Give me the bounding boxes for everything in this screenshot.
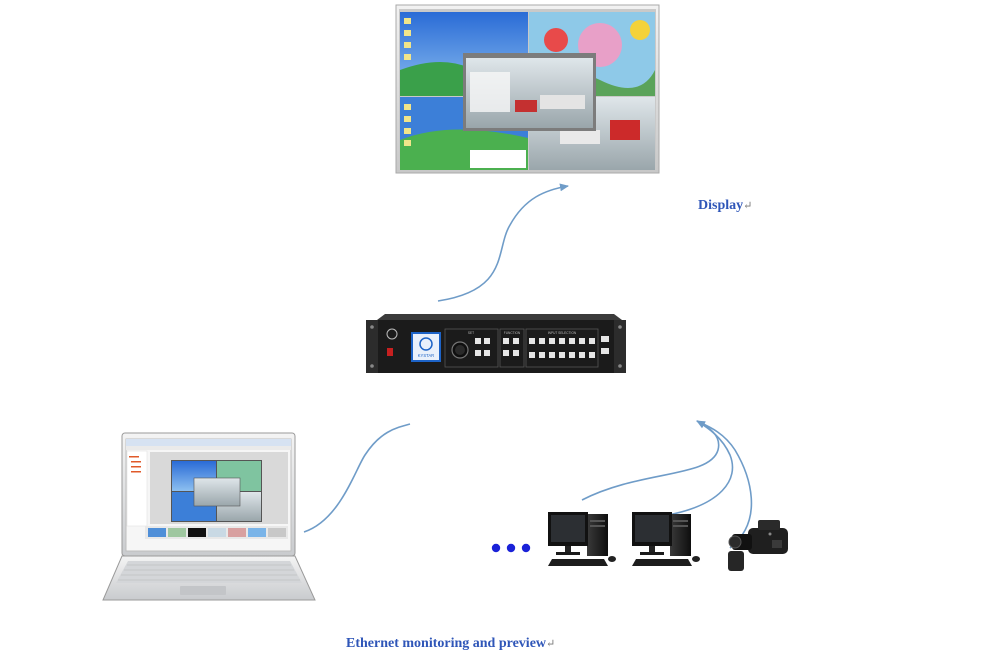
panel-section-function: FUNCTION (504, 331, 521, 335)
panel-section-set: SET (468, 331, 474, 335)
panel-section-input: INPUT SELECTION (548, 331, 577, 335)
arrow-camera-to-device (696, 420, 753, 549)
ellipsis-dots (491, 543, 531, 553)
camcorder (728, 520, 788, 571)
ethernet-label: Ethernet monitoring and preview↵ (346, 636, 555, 652)
arrow-pc1-to-device (581, 420, 720, 501)
laptop (102, 432, 316, 601)
arrow-pc2-to-device (667, 420, 734, 516)
arrow-laptop-to-device (303, 423, 411, 533)
return-mark: ↵ (743, 200, 753, 212)
desktop-pc-2 (632, 512, 700, 566)
return-mark: ↵ (546, 638, 556, 650)
brand-logo: KYSTAR (418, 353, 434, 358)
desktop-pc-1 (548, 512, 616, 566)
video-processor: KYSTAR SET FUNCTION INPUT SELECTION (366, 314, 626, 373)
display-monitor (395, 4, 660, 174)
ethernet-label-text: Ethernet monitoring and preview (346, 636, 547, 651)
display-label-text: Display (698, 198, 744, 213)
display-label: Display↵ (698, 198, 752, 214)
arrow-device-to-display (437, 183, 569, 302)
